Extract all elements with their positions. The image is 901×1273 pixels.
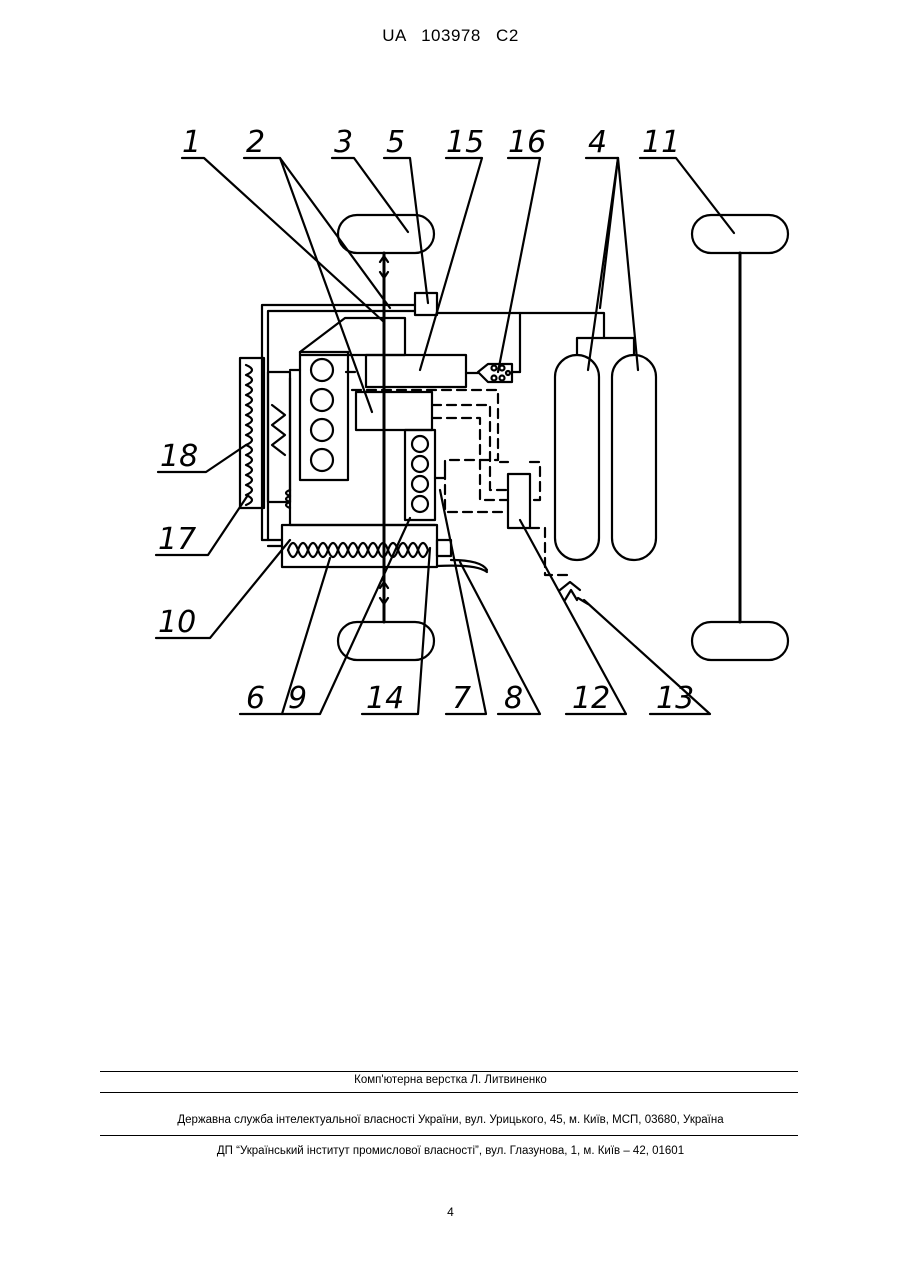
patent-drawing: 1 2 3 5 15 16 4 11 18 17 10 6 9 14 7 8 1… (0, 0, 901, 760)
label-4: 4 (588, 125, 607, 160)
footer-rule-3 (100, 1135, 798, 1136)
label-13: 13 (656, 681, 694, 716)
label-17: 17 (158, 522, 196, 557)
sensor-14 (437, 540, 451, 556)
compositor-credit: Комп'ютерна верстка Л. Литвиненко (0, 1074, 901, 1086)
label-1: 1 (182, 125, 201, 160)
agency-address: Державна служба інтелектуальної власност… (0, 1114, 901, 1126)
label-15: 15 (446, 125, 484, 160)
label-8: 8 (504, 681, 523, 716)
label-14: 14 (366, 681, 404, 716)
control-block (366, 355, 466, 387)
label-9: 9 (288, 681, 307, 716)
valve-box (415, 293, 437, 315)
footer-rule-2 (100, 1092, 798, 1093)
wheel-rear-top (692, 215, 788, 253)
page-number: 4 (0, 1205, 901, 1219)
label-12: 12 (572, 681, 610, 716)
engine-block-left (300, 352, 348, 480)
label-10: 10 (158, 605, 196, 640)
label-2: 2 (246, 125, 265, 160)
heat-exchanger-17 (268, 372, 290, 502)
label-7: 7 (452, 681, 471, 716)
label-3: 3 (334, 125, 353, 160)
label-5: 5 (386, 125, 405, 160)
footer-rule-1 (100, 1071, 798, 1072)
label-18: 18 (160, 439, 198, 474)
gas-cylinder-right (612, 355, 656, 560)
wheel-rear-bottom (692, 622, 788, 660)
label-11: 11 (642, 125, 680, 160)
institute-address: ДП “Український інститут промислової вла… (0, 1145, 901, 1157)
gas-cylinder-left (555, 355, 599, 560)
label-6: 6 (246, 681, 265, 716)
label-16: 16 (508, 125, 546, 160)
